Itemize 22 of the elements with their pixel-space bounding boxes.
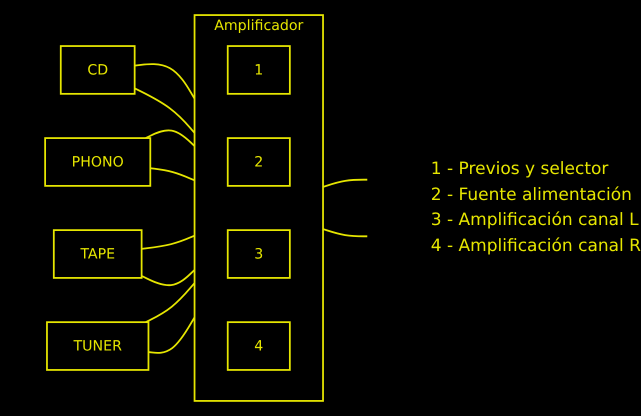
connector [322, 228, 368, 238]
connector [148, 316, 196, 354]
node-box: CD [60, 45, 136, 95]
node-box: 1 [226, 45, 291, 95]
node-box: 2 [226, 137, 291, 187]
connector [322, 178, 368, 188]
legend-text: 3 - Amplificación canal L [430, 209, 640, 232]
node-box: 3 [226, 229, 291, 279]
connector [141, 269, 196, 286]
node-box: 4 [226, 321, 291, 371]
node-box: PHONO [44, 137, 152, 187]
connector [142, 234, 195, 250]
legend-text: 2 - Fuente alimentación [430, 184, 633, 206]
node-box: TAPE [52, 229, 142, 279]
connector [145, 129, 196, 147]
node-box: TUNER [46, 321, 150, 371]
connector [145, 282, 196, 323]
connector [134, 63, 196, 100]
connector [134, 88, 196, 134]
connector [150, 167, 195, 182]
legend-text: 1 - Previos y selector [430, 158, 610, 181]
legend-text: 4 - Amplificación canal R [430, 234, 641, 258]
